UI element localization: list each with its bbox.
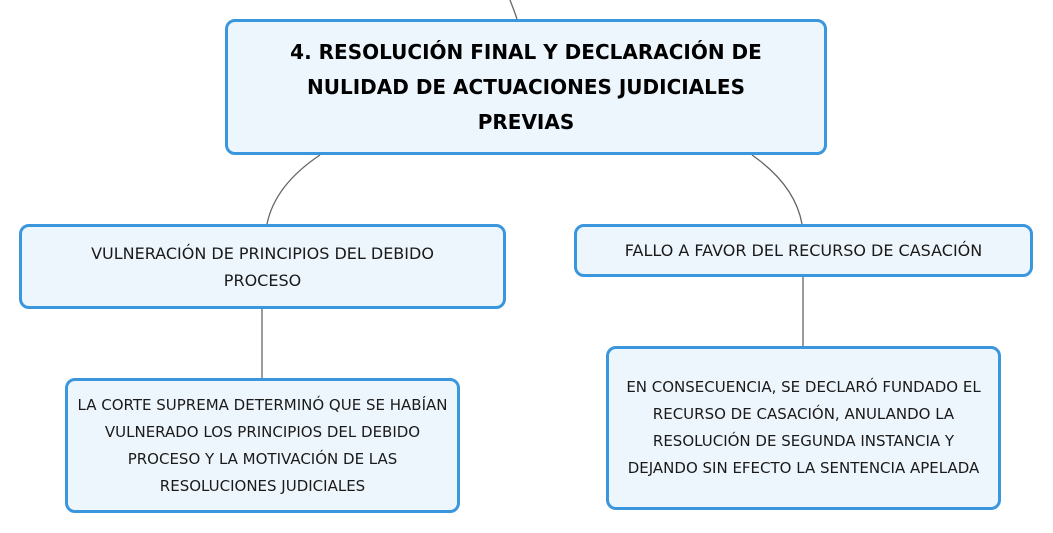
left-topic-node[interactable]: VULNERACIÓN DE PRINCIPIOS DEL DEBIDO PRO… — [19, 224, 506, 309]
root-topic-text: 4. RESOLUCIÓN FINAL Y DECLARACIÓN DE NUL… — [290, 39, 762, 134]
right-detail-text: EN CONSECUENCIA, SE DECLARÓ FUNDADO EL R… — [626, 378, 981, 477]
right-topic-text: FALLO A FAVOR DEL RECURSO DE CASACIÓN — [624, 241, 983, 260]
connector-parent — [509, 0, 518, 20]
left-detail-node[interactable]: LA CORTE SUPREMA DETERMINÓ QUE SE HABÍAN… — [65, 378, 460, 513]
connector-root-right — [751, 154, 803, 225]
right-detail-node[interactable]: EN CONSECUENCIA, SE DECLARÓ FUNDADO EL R… — [606, 346, 1001, 510]
left-topic-text: VULNERACIÓN DE PRINCIPIOS DEL DEBIDO PRO… — [91, 243, 434, 290]
root-topic-node[interactable]: 4. RESOLUCIÓN FINAL Y DECLARACIÓN DE NUL… — [225, 19, 827, 155]
left-detail-text: LA CORTE SUPREMA DETERMINÓ QUE SE HABÍAN… — [77, 395, 448, 495]
connector-root-left — [266, 154, 321, 225]
right-topic-node[interactable]: FALLO A FAVOR DEL RECURSO DE CASACIÓN — [574, 224, 1033, 277]
